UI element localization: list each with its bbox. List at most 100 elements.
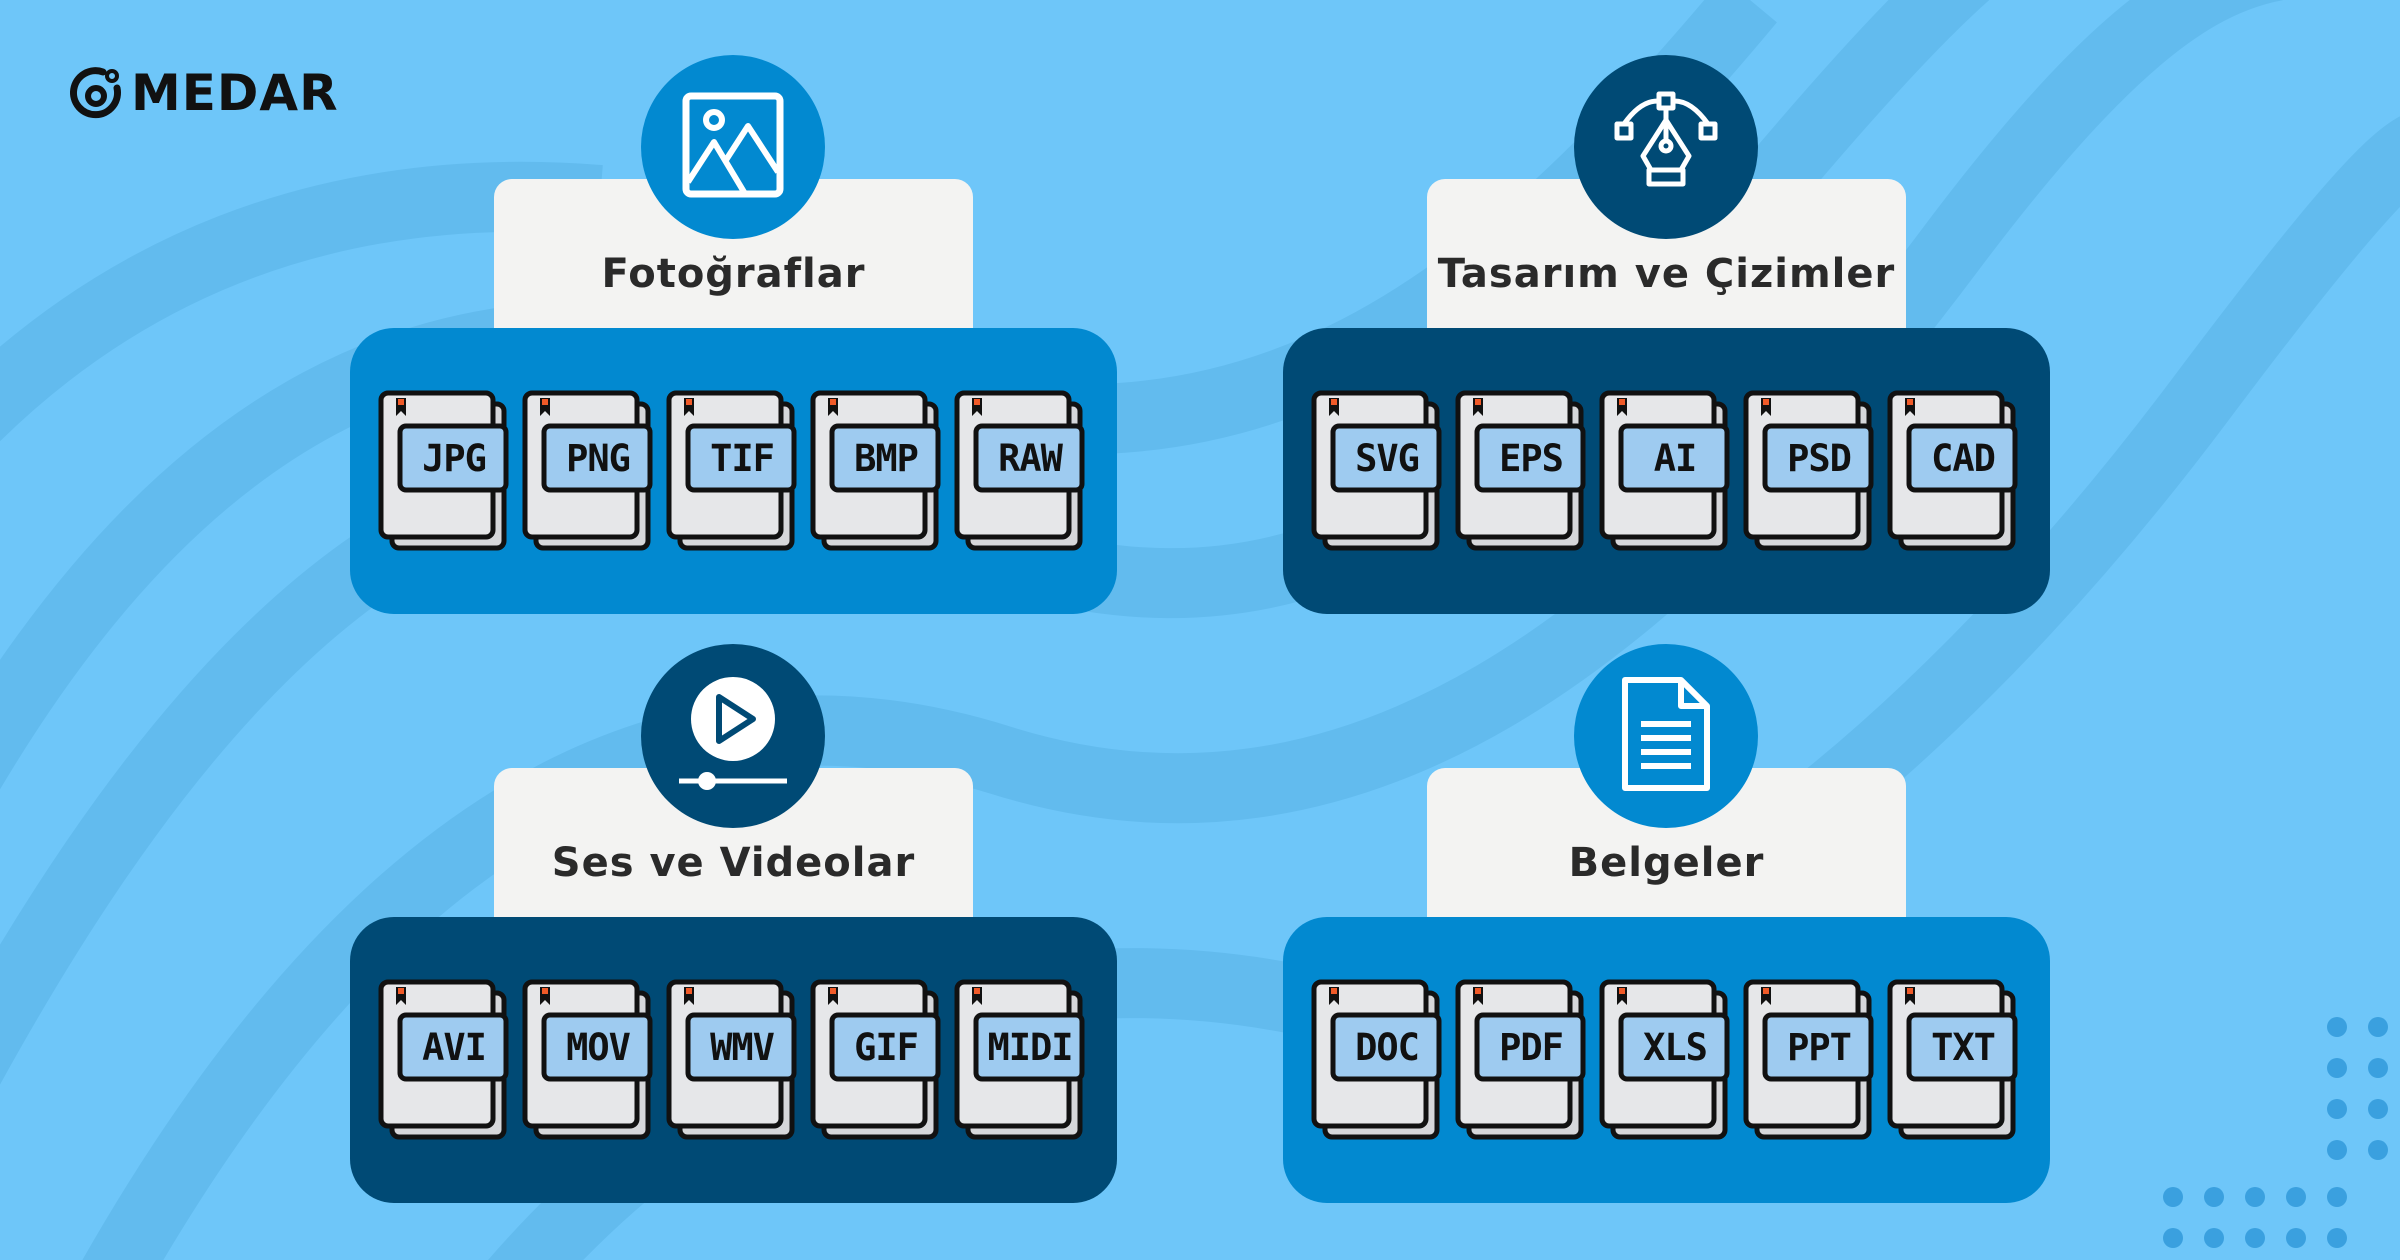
file-type-label: EPS	[1499, 436, 1564, 480]
file-type-label: SVG	[1355, 436, 1420, 480]
file-icon	[1743, 390, 1874, 551]
image-icon	[678, 90, 788, 204]
video-player-icon	[673, 669, 793, 803]
decorative-dot	[2327, 1187, 2347, 1207]
file-icon	[1887, 979, 2018, 1140]
file-type-label: JPG	[422, 436, 487, 480]
file-type-label: GIF	[854, 1025, 919, 1069]
decorative-dot	[2368, 1140, 2388, 1160]
file-type-svg: SVG	[1311, 390, 1443, 552]
file-type-eps: EPS	[1455, 390, 1587, 552]
file-type-label: TXT	[1931, 1025, 1996, 1069]
file-icon	[954, 979, 1085, 1140]
file-type-label: CAD	[1931, 436, 1996, 480]
decorative-dot	[2204, 1187, 2224, 1207]
file-type-label: PPT	[1787, 1025, 1852, 1069]
category-icon-badge	[641, 55, 825, 239]
decorative-dot	[2163, 1228, 2183, 1248]
file-type-bmp: BMP	[810, 390, 942, 552]
file-icon	[1455, 390, 1586, 551]
file-type-xls: XLS	[1599, 979, 1731, 1141]
file-icon	[1311, 390, 1442, 551]
file-type-midi: MIDI	[954, 979, 1086, 1141]
file-icon	[1311, 979, 1442, 1140]
file-type-wmv: WMV	[666, 979, 798, 1141]
file-icon	[954, 390, 1085, 551]
decorative-dot	[2327, 1017, 2347, 1037]
file-icon	[378, 979, 509, 1140]
file-types-panel: DOC PDF XLS PPT TXT	[1283, 917, 2050, 1203]
file-type-label: MIDI	[987, 1025, 1073, 1069]
file-type-label: DOC	[1355, 1025, 1420, 1069]
file-type-label: BMP	[854, 436, 919, 480]
file-type-tif: TIF	[666, 390, 798, 552]
file-types-panel: AVI MOV WMV GIF MIDI	[350, 917, 1117, 1203]
file-icon	[1599, 390, 1730, 551]
file-type-doc: DOC	[1311, 979, 1443, 1141]
decorative-dot	[2327, 1140, 2347, 1160]
file-type-gif: GIF	[810, 979, 942, 1141]
pen-tool-icon	[1611, 90, 1721, 204]
decorative-dot	[2286, 1187, 2306, 1207]
file-type-raw: RAW	[954, 390, 1086, 552]
category-icon-badge	[641, 644, 825, 828]
category-title: Tasarım ve Çizimler	[1437, 251, 1896, 297]
category-icon-badge	[1574, 644, 1758, 828]
file-type-label: PSD	[1787, 436, 1852, 480]
file-type-label: WMV	[710, 1025, 775, 1069]
file-type-label: TIF	[710, 436, 775, 480]
file-types-panel: SVG EPS AI PSD CAD	[1283, 328, 2050, 614]
file-type-txt: TXT	[1887, 979, 2019, 1141]
decorative-dot	[2245, 1228, 2265, 1248]
file-type-ppt: PPT	[1743, 979, 1875, 1141]
file-type-png: PNG	[522, 390, 654, 552]
file-type-psd: PSD	[1743, 390, 1875, 552]
file-icon	[666, 390, 797, 551]
file-icon	[666, 979, 797, 1140]
file-icon	[522, 979, 653, 1140]
file-type-avi: AVI	[378, 979, 510, 1141]
file-type-label: AI	[1653, 436, 1698, 480]
file-type-pdf: PDF	[1455, 979, 1587, 1141]
file-type-label: XLS	[1643, 1025, 1708, 1069]
file-icon	[1743, 979, 1874, 1140]
decorative-dot	[2327, 1058, 2347, 1078]
decorative-dot	[2163, 1187, 2183, 1207]
decorative-dot	[2245, 1187, 2265, 1207]
file-type-jpg: JPG	[378, 390, 510, 552]
decorative-dot	[2286, 1228, 2306, 1248]
file-icon	[522, 390, 653, 551]
file-icon	[1455, 979, 1586, 1140]
file-icon	[378, 390, 509, 551]
file-types-panel: JPG PNG TIF BMP RAW	[350, 328, 1117, 614]
file-icon	[1599, 979, 1730, 1140]
decorative-dot	[2368, 1017, 2388, 1037]
decorative-dot	[2327, 1099, 2347, 1119]
brand-logo: MEDAR	[69, 64, 339, 122]
decorative-dot	[2204, 1228, 2224, 1248]
file-type-label: PNG	[566, 436, 631, 480]
file-icon	[1887, 390, 2018, 551]
file-type-label: PDF	[1499, 1025, 1564, 1069]
file-type-cad: CAD	[1887, 390, 2019, 552]
file-type-label: AVI	[422, 1025, 487, 1069]
decorative-dot	[2368, 1058, 2388, 1078]
file-type-mov: MOV	[522, 979, 654, 1141]
document-icon	[1611, 674, 1721, 798]
file-type-ai: AI	[1599, 390, 1731, 552]
decorative-dot	[2327, 1228, 2347, 1248]
category-title: Belgeler	[1568, 840, 1765, 886]
file-icon	[810, 390, 941, 551]
file-icon	[810, 979, 941, 1140]
decorative-dot	[2368, 1099, 2388, 1119]
file-type-label: MOV	[566, 1025, 631, 1069]
category-icon-badge	[1574, 55, 1758, 239]
file-type-label: RAW	[998, 436, 1063, 480]
medar-logo-icon	[70, 67, 121, 119]
brand-name: MEDAR	[131, 64, 339, 122]
category-title: Ses ve Videolar	[551, 840, 916, 886]
